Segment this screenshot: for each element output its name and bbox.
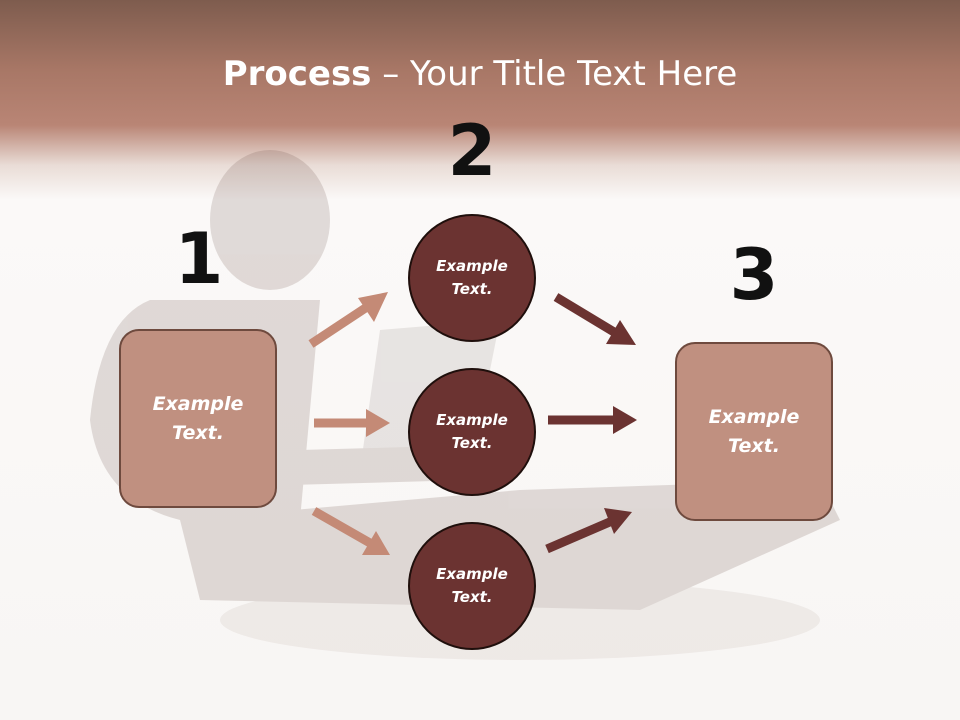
page-title: Process – Your Title Text Here [0, 52, 960, 96]
step-number-2: 2 [447, 110, 497, 192]
step-number-3: 3 [729, 234, 779, 316]
step-2-circle-middle-text: Example Text. [436, 411, 508, 452]
arrow-middle-to-3 [548, 406, 637, 434]
step-2-circle-top: Example Text. [408, 214, 536, 342]
arrow-bottom-to-3 [545, 508, 632, 554]
arrow-top-to-3 [553, 293, 636, 345]
step-1-box: Example Text. [119, 329, 277, 508]
step-2-circle-middle: Example Text. [408, 368, 536, 496]
arrow-1-to-top [308, 292, 388, 348]
step-2-circle-bottom-text: Example Text. [436, 565, 508, 606]
step-2-circle-bottom: Example Text. [408, 522, 536, 650]
step-3-text: Example Text. [708, 405, 800, 457]
step-2-circle-top-text: Example Text. [436, 257, 508, 298]
step-1-text: Example Text. [152, 392, 244, 444]
title-rest: – Your Title Text Here [371, 54, 738, 94]
arrow-1-to-bottom [311, 507, 390, 555]
arrow-1-to-middle [314, 409, 390, 437]
title-bold: Process [222, 54, 372, 94]
step-3-box: Example Text. [675, 342, 833, 521]
step-number-1: 1 [174, 218, 224, 300]
